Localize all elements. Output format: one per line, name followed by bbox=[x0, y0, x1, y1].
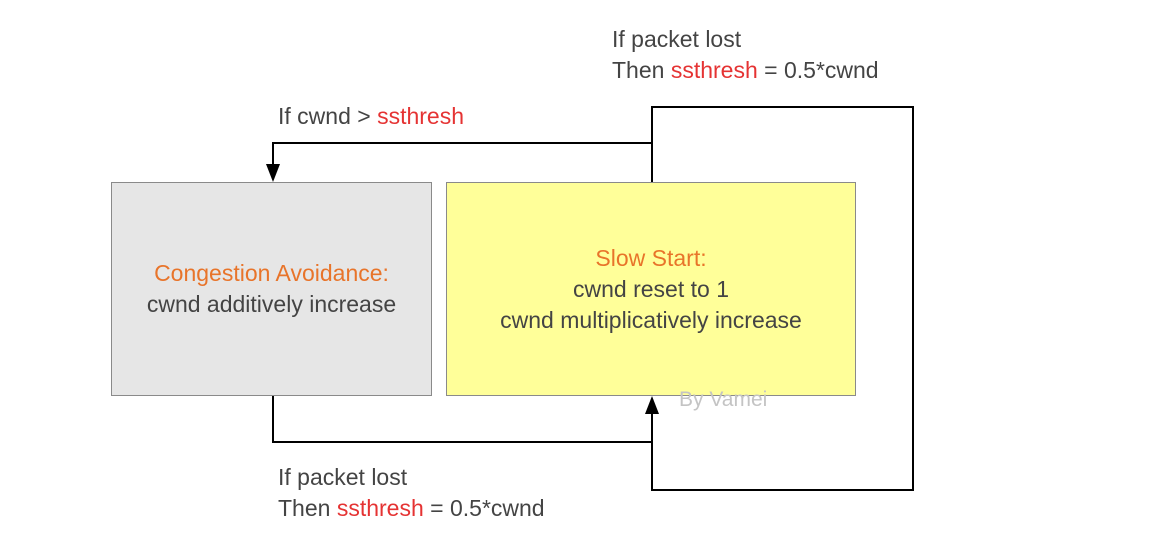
arrowhead-to-ss bbox=[645, 396, 659, 414]
state-desc-slow-start-reset: cwnd reset to 1 bbox=[573, 275, 729, 302]
state-desc-congestion-avoidance: cwnd additively increase bbox=[146, 291, 397, 317]
transition-label-self-loop: If packet lost Then ssthresh = 0.5*cwnd bbox=[612, 24, 879, 86]
state-congestion-avoidance: Congestion Avoidance: cwnd additively in… bbox=[111, 182, 432, 396]
variable-ssthresh: ssthresh bbox=[377, 103, 465, 129]
state-title-slow-start: Slow Start: bbox=[595, 244, 707, 271]
variable-ssthresh: ssthresh bbox=[670, 57, 758, 83]
edge-ss-to-ca bbox=[272, 142, 653, 182]
state-slow-start: Slow Start: cwnd reset to 1 cwnd multipl… bbox=[446, 182, 856, 396]
transition-label-to-ca: If cwnd > ssthresh bbox=[278, 101, 464, 132]
action-text: Then ssthresh = 0.5*cwnd bbox=[612, 57, 879, 83]
condition-text: If cwnd > bbox=[278, 103, 378, 129]
variable-ssthresh: ssthresh bbox=[336, 495, 424, 521]
condition-text: If packet lost bbox=[278, 464, 408, 490]
condition-text: If packet lost bbox=[612, 26, 742, 52]
author-watermark: By Vamei bbox=[679, 388, 768, 411]
edge-ss-self-loop bbox=[651, 106, 914, 491]
transition-label-to-ss: If packet lost Then ssthresh = 0.5*cwnd bbox=[278, 462, 545, 524]
action-text: Then ssthresh = 0.5*cwnd bbox=[278, 495, 545, 521]
edge-ca-to-ss bbox=[272, 396, 652, 443]
arrowhead-to-ca bbox=[266, 164, 280, 182]
state-desc-slow-start-increase: cwnd multiplicatively increase bbox=[500, 306, 802, 333]
state-title-congestion-avoidance: Congestion Avoidance: bbox=[154, 260, 389, 286]
